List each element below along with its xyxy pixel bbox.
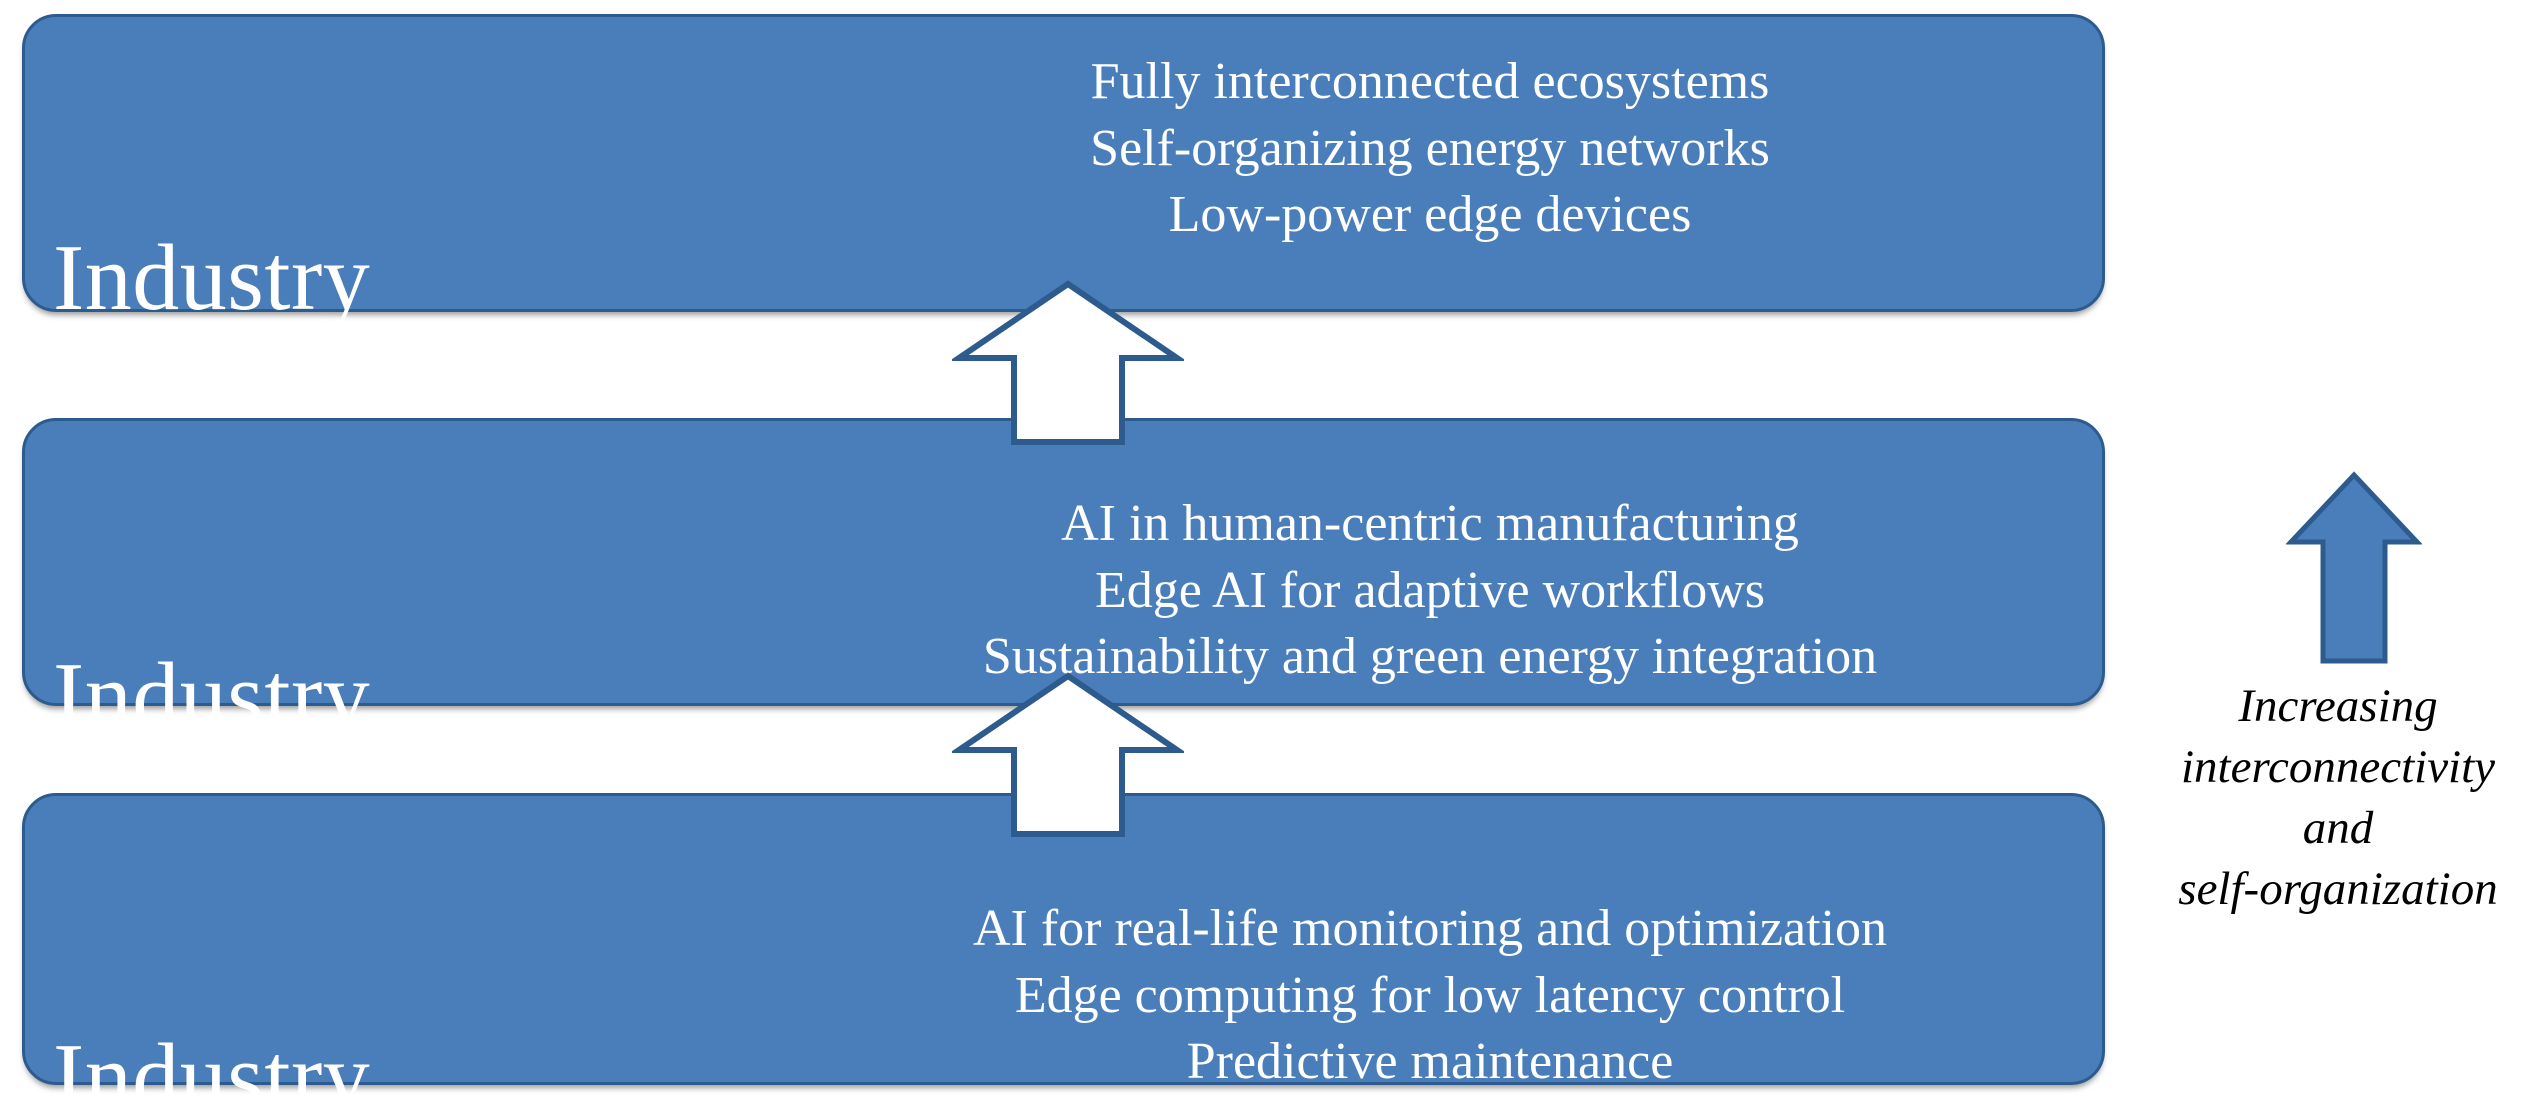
stage-point-item: Fully interconnected ecosystems <box>1090 53 1770 110</box>
stage-box-industry-6[interactable]: Industry 6.0 Fully interconnected ecosys… <box>22 14 2105 613</box>
trend-caption: Increasing interconnectivity and self-or… <box>2128 676 2534 920</box>
stage-point-item: Sustainability and green energy integrat… <box>982 628 1878 686</box>
trend-caption-line: Increasing <box>2238 680 2438 732</box>
connector-arrow-5-to-6[interactable] <box>952 280 1184 446</box>
connector-arrow-4-to-5[interactable] <box>952 672 1184 838</box>
stage-point-item: Predictive maintenance <box>1186 1033 1674 1091</box>
up-arrow-outline-icon <box>952 280 1184 446</box>
stage-name-industry-4: Industry <box>53 1024 371 1109</box>
up-arrow-solid-icon <box>2286 470 2422 666</box>
stage-box-industry-5[interactable]: Industry 5.0 AI in human-centric manufac… <box>22 418 2105 1031</box>
trend-caption-line: and <box>2302 802 2374 855</box>
stage-box-industry-4[interactable]: Industry 4.0 AI for real-life monitoring… <box>22 793 2105 1109</box>
stage-point-item: Low-power edge devices <box>1168 186 1692 244</box>
stage-name-industry-6: Industry <box>53 225 371 330</box>
stage-point-item: Edge computing for low latency control <box>1014 966 1846 1024</box>
stage-label-industry-4: Industry 4.0 <box>53 838 370 1109</box>
stage-points-industry-5: AI in human-centric manufacturing Edge A… <box>785 491 2075 691</box>
stage-name-industry-5: Industry <box>53 643 371 748</box>
trend-caption-line: self-organization <box>2178 863 2498 916</box>
stage-point-item: AI in human-centric manufacturing <box>1061 495 1799 552</box>
stage-points-industry-4: AI for real-life monitoring and optimiza… <box>785 896 2075 1096</box>
up-arrow-outline-icon <box>952 672 1184 838</box>
stage-point-item: AI for real-life monitoring and optimiza… <box>972 900 1888 957</box>
stage-point-item: Edge AI for adaptive workflows <box>1094 561 1766 619</box>
stage-point-item: Self-organizing energy networks <box>1090 119 1770 177</box>
trend-arrow[interactable] <box>2286 470 2422 666</box>
stage-points-industry-6: Fully interconnected ecosystems Self-org… <box>785 49 2075 249</box>
trend-caption-line: interconnectivity <box>2180 741 2496 794</box>
